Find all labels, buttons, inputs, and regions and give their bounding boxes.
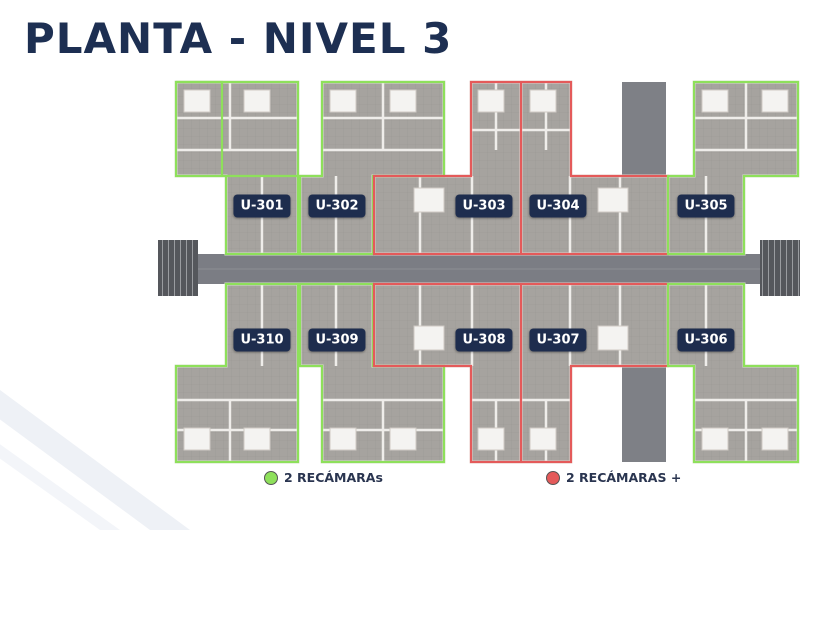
green-dot-icon [264, 470, 278, 485]
stair-left [158, 240, 198, 296]
unit-label-305: U-305 [677, 194, 735, 218]
unit-label-308: U-308 [455, 328, 513, 352]
legend-label: 2 RECÁMARAs [284, 470, 383, 485]
unit-label-302: U-302 [308, 194, 366, 218]
page-title: PLANTA - NIVEL 3 [24, 14, 453, 63]
unit-label-310: U-310 [233, 328, 291, 352]
unit-label-306: U-306 [677, 328, 735, 352]
unit-310-outline [174, 282, 300, 464]
unit-305-outline [666, 80, 800, 256]
unit-label-304: U-304 [529, 194, 587, 218]
unit-label-303: U-303 [455, 194, 513, 218]
legend-label: 2 RECÁMARAS + [566, 470, 682, 485]
legend-item-2-recamaras-plus: 2 RECÁMARAS + [546, 470, 681, 485]
unit-306-outline [666, 282, 800, 464]
unit-301-upper [176, 80, 300, 176]
unit-label-307: U-307 [529, 328, 587, 352]
unit-301-outline [174, 80, 300, 256]
unit-label-309: U-309 [308, 328, 366, 352]
light-shaft-bottom [622, 366, 666, 462]
unit-label-301: U-301 [233, 194, 291, 218]
legend-item-2-recamaras: 2 RECÁMARAs [264, 470, 383, 485]
stair-right [760, 240, 800, 296]
red-dot-icon [546, 470, 560, 485]
light-shaft-top [622, 82, 666, 176]
